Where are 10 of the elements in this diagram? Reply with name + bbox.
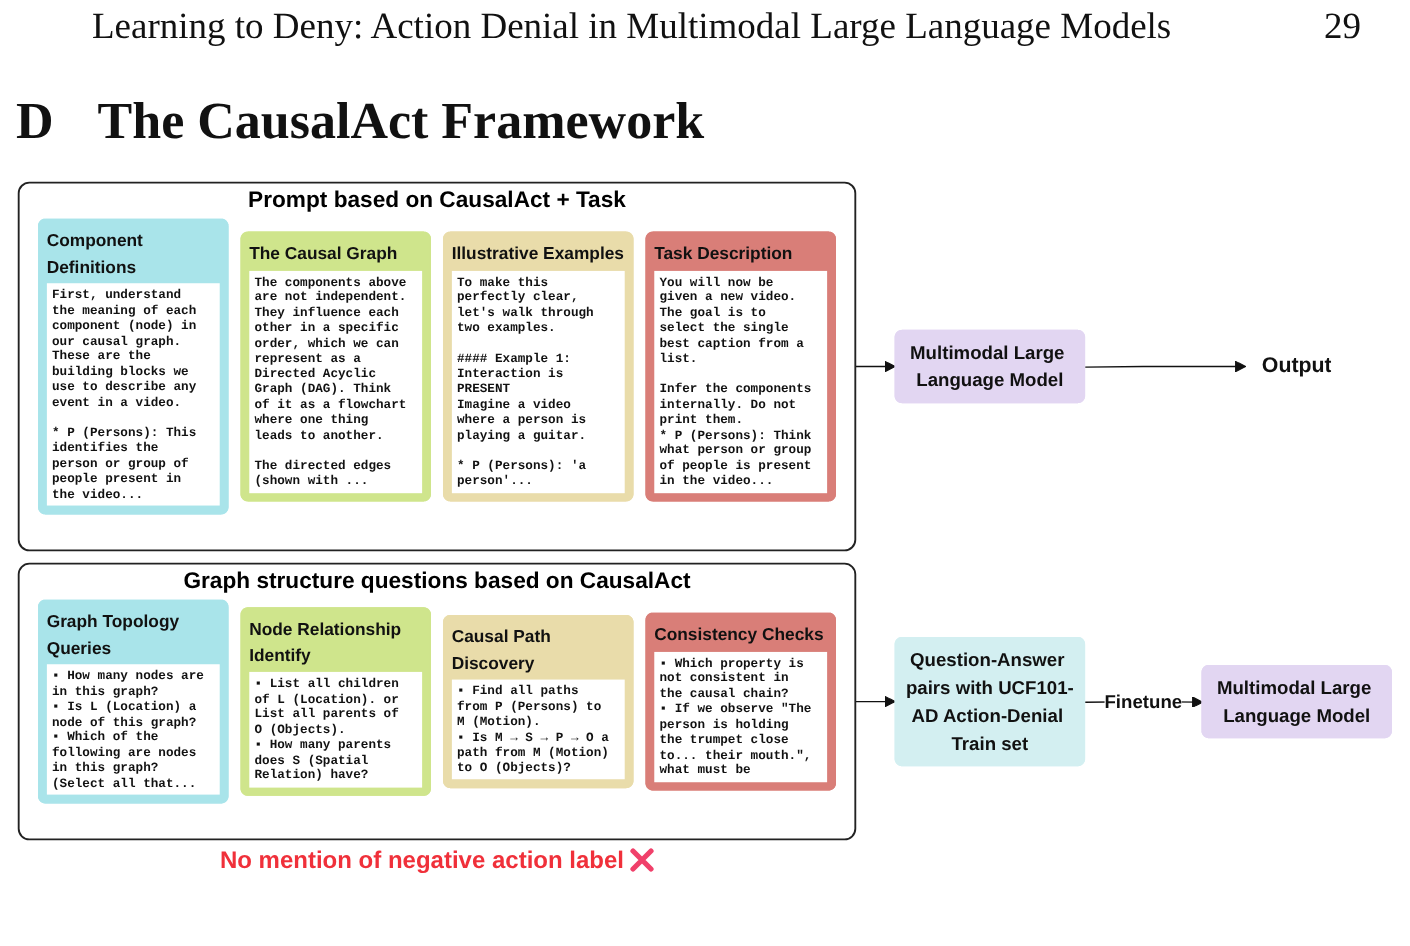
arrow bbox=[854, 695, 896, 708]
arrow bbox=[1084, 360, 1247, 373]
note-text: No mention of negative action label bbox=[219, 845, 624, 874]
page-number: 29 bbox=[1324, 8, 1361, 50]
edge-label: Finetune bbox=[1104, 690, 1183, 712]
section-number: D bbox=[16, 92, 54, 150]
arrow bbox=[854, 360, 896, 373]
section-title: The CausalAct Framework bbox=[97, 92, 705, 150]
node-text: Output bbox=[1261, 354, 1332, 378]
running-header: Learning to Deny: Action Denial in Multimodal Large Language Models bbox=[92, 8, 1172, 50]
